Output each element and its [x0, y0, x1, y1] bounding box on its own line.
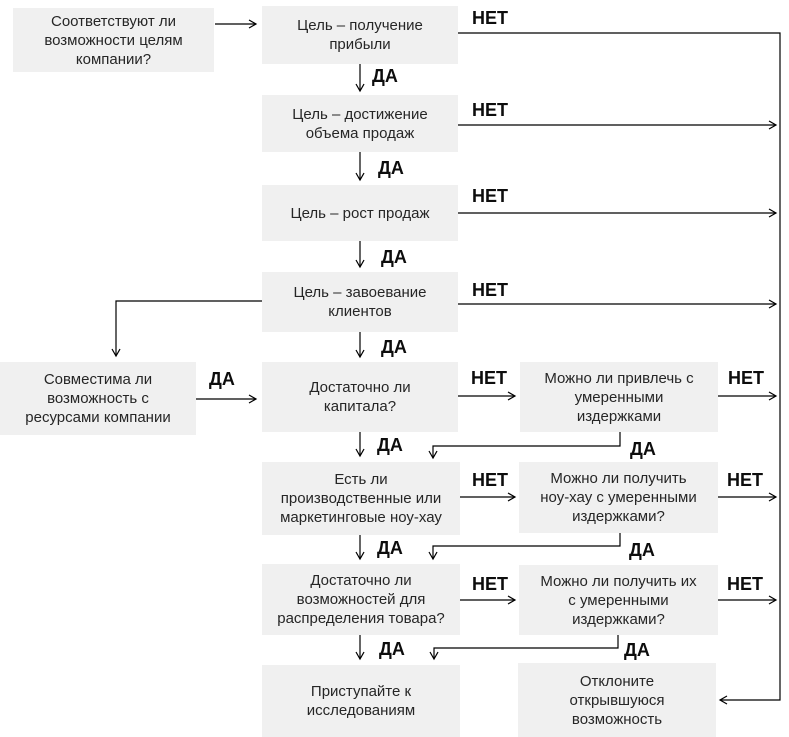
- node-q-attract-capital: Можно ли привлечь с умеренными издержкам…: [520, 362, 718, 432]
- edge-label-no: НЕТ: [472, 470, 508, 490]
- node-goal-sales-volume: Цель – достижение объема продаж: [262, 95, 458, 152]
- node-q-resources-compatible: Совместима ли возможность с ресурсами ко…: [0, 362, 196, 435]
- edge-label-yes: ДА: [381, 337, 407, 357]
- node-q-enough-capital: Достаточно ли капитала?: [262, 362, 458, 432]
- edge-obtain-distribution-yes-to-proceed: [434, 635, 619, 659]
- edge-label-yes: ДА: [377, 538, 403, 558]
- node-reject-opportunity: Отклоните открывшуюся возможность: [518, 663, 716, 737]
- edge-label-no: НЕТ: [728, 368, 764, 388]
- node-q-obtain-knowhow: Можно ли получить ноу-хау с умеренными и…: [519, 462, 718, 533]
- edge-attract-yes-to-knowhow: [433, 432, 621, 458]
- edge-label-yes: ДА: [378, 158, 404, 178]
- edge-label-yes: ДА: [629, 540, 655, 560]
- edge-label-yes: ДА: [630, 439, 656, 459]
- node-q-knowhow: Есть ли производственные или маркетингов…: [262, 462, 460, 535]
- node-goal-sales-growth: Цель – рост продаж: [262, 185, 458, 241]
- edge-label-no: НЕТ: [727, 574, 763, 594]
- edge-label-yes: ДА: [377, 435, 403, 455]
- edge-label-yes: ДА: [624, 640, 650, 660]
- edge-label-yes: ДА: [372, 66, 398, 86]
- node-q-goals-match: Соответствуют ли возможности целям компа…: [13, 8, 214, 72]
- node-proceed-research: Приступайте к исследованиям: [262, 665, 460, 737]
- edge-label-no: НЕТ: [472, 100, 508, 120]
- edge-customers-to-resources: [116, 300, 262, 356]
- node-q-distribution-capacity: Достаточно ли возможностей для распредел…: [262, 564, 460, 635]
- edge-label-yes: ДА: [379, 639, 405, 659]
- edge-label-no: НЕТ: [472, 574, 508, 594]
- node-q-obtain-distribution: Можно ли получить их с умеренными издерж…: [519, 565, 718, 635]
- edge-label-no: НЕТ: [471, 368, 507, 388]
- node-goal-profit: Цель – получение прибыли: [262, 6, 458, 64]
- edge-label-no: НЕТ: [472, 186, 508, 206]
- edge-label-yes: ДА: [381, 247, 407, 267]
- edge-label-no: НЕТ: [472, 280, 508, 300]
- edge-obtain-knowhow-yes-to-distribution: [433, 533, 621, 559]
- edge-no-trunk-to-reject: [458, 32, 781, 700]
- edge-label-no: НЕТ: [472, 8, 508, 28]
- edge-label-yes: ДА: [209, 369, 235, 389]
- node-goal-customer-acquisition: Цель – завоевание клиентов: [262, 272, 458, 332]
- edge-label-no: НЕТ: [727, 470, 763, 490]
